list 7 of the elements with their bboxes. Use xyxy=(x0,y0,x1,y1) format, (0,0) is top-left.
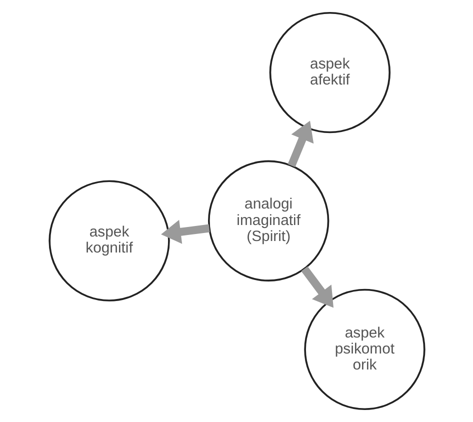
node-circle: aspek psikomot orik xyxy=(304,288,425,410)
arrow xyxy=(160,220,210,244)
arrow xyxy=(287,120,314,168)
node-circle: aspek kognitif xyxy=(48,180,170,302)
arrow xyxy=(300,266,333,308)
node-circle: aspek afektif xyxy=(268,12,390,134)
node-circle: analogi imaginatif (Spirit) xyxy=(207,160,329,282)
